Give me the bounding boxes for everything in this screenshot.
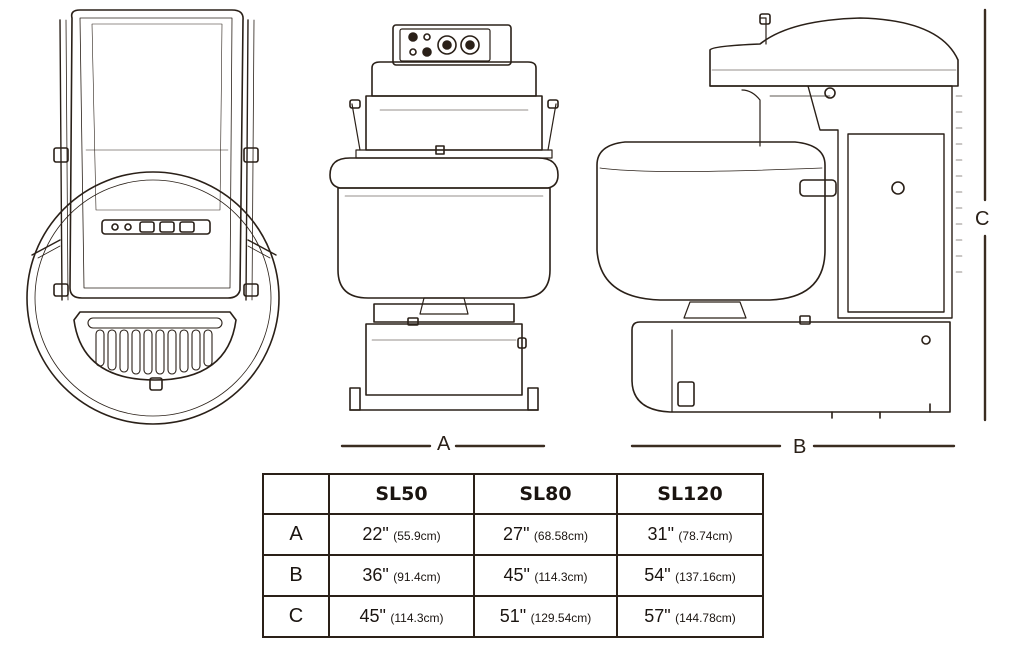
inches-value: 36"	[362, 565, 389, 585]
metric-value: (91.4cm)	[393, 570, 441, 584]
metric-value: (144.78cm)	[675, 611, 736, 625]
dimensions-table: SL50 SL80 SL120 A 22" (55.9cm) 27" (68.5…	[262, 473, 764, 638]
row-label-a: A	[262, 513, 330, 556]
table-cell: 45" (114.3cm)	[473, 554, 618, 597]
metric-value: (129.54cm)	[530, 611, 592, 625]
inches-value: 54"	[644, 565, 671, 585]
table-cell: 27" (68.58cm)	[473, 513, 618, 556]
metric-value: (78.74cm)	[678, 529, 733, 543]
mixer-technical-drawing	[26, 8, 987, 448]
table-row: A 22" (55.9cm) 27" (68.58cm) 31" (78.74c…	[262, 513, 764, 556]
inches-value: 22"	[362, 524, 389, 544]
inches-value: 45"	[359, 606, 386, 626]
inches-value: 31"	[647, 524, 674, 544]
table-row: C 45" (114.3cm) 51" (129.54cm) 57" (144.…	[262, 595, 764, 638]
inches-value: 45"	[503, 565, 530, 585]
metric-value: (114.3cm)	[534, 570, 588, 584]
column-header-sl80: SL80	[473, 473, 618, 515]
table-cell: 51" (129.54cm)	[473, 595, 618, 638]
front-view	[329, 24, 559, 411]
column-header-sl50: SL50	[328, 473, 475, 515]
table-row: B 36" (91.4cm) 45" (114.3cm) 54" (137.16…	[262, 554, 764, 597]
metric-value: (55.9cm)	[393, 529, 441, 543]
column-header-sl120: SL120	[616, 473, 764, 515]
inches-value: 57"	[644, 606, 671, 626]
table-cell: 36" (91.4cm)	[328, 554, 475, 597]
table-corner-cell	[262, 473, 330, 515]
table-cell: 45" (114.3cm)	[328, 595, 475, 638]
dimension-lines	[340, 8, 987, 448]
table-header-row: SL50 SL80 SL120	[262, 473, 764, 515]
top-view	[26, 9, 280, 425]
table-cell: 31" (78.74cm)	[616, 513, 764, 556]
dimension-label-a: A	[437, 433, 451, 455]
metric-value: (68.58cm)	[533, 529, 588, 543]
row-label-b: B	[262, 554, 330, 597]
metric-value: (137.16cm)	[675, 570, 736, 584]
inches-value: 27"	[503, 524, 530, 544]
inches-value: 51"	[499, 606, 527, 626]
side-view	[596, 13, 963, 419]
row-label-c: C	[262, 595, 330, 638]
metric-value: (114.3cm)	[390, 611, 444, 625]
dimension-label-c: C	[975, 208, 990, 230]
dimension-label-b: B	[793, 436, 807, 458]
table-cell: 54" (137.16cm)	[616, 554, 764, 597]
table-cell: 57" (144.78cm)	[616, 595, 764, 638]
table-cell: 22" (55.9cm)	[328, 513, 475, 556]
